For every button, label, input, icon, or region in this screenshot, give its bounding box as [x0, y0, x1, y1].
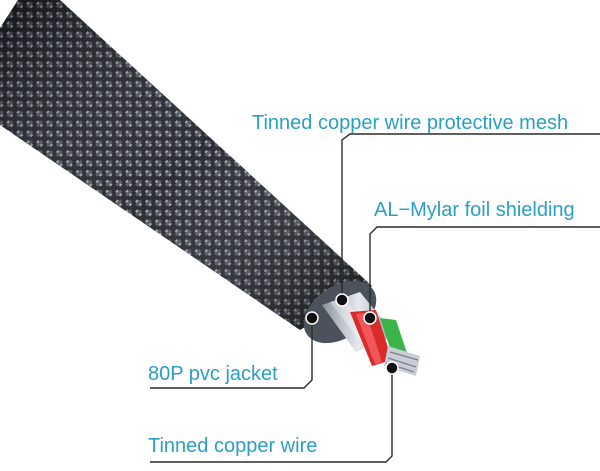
dot-jacket	[305, 311, 319, 325]
label-pvc-jacket: 80P pvc jacket	[148, 363, 278, 385]
label-tinned-copper-wire: Tinned copper wire	[148, 435, 318, 457]
dot-mesh	[335, 293, 349, 307]
leader-mylar	[369, 226, 600, 318]
label-al-mylar-foil: AL−Mylar foil shielding	[374, 199, 575, 221]
leader-lines	[150, 133, 600, 463]
dot-wire	[385, 361, 399, 375]
leader-mesh	[341, 133, 600, 300]
dot-mylar	[363, 311, 377, 325]
label-tinned-copper-mesh: Tinned copper wire protective mesh	[252, 112, 569, 134]
leader-dots	[305, 293, 399, 375]
leader-wire	[150, 368, 393, 463]
leader-jacket	[150, 318, 313, 389]
green-conductor	[380, 318, 408, 360]
